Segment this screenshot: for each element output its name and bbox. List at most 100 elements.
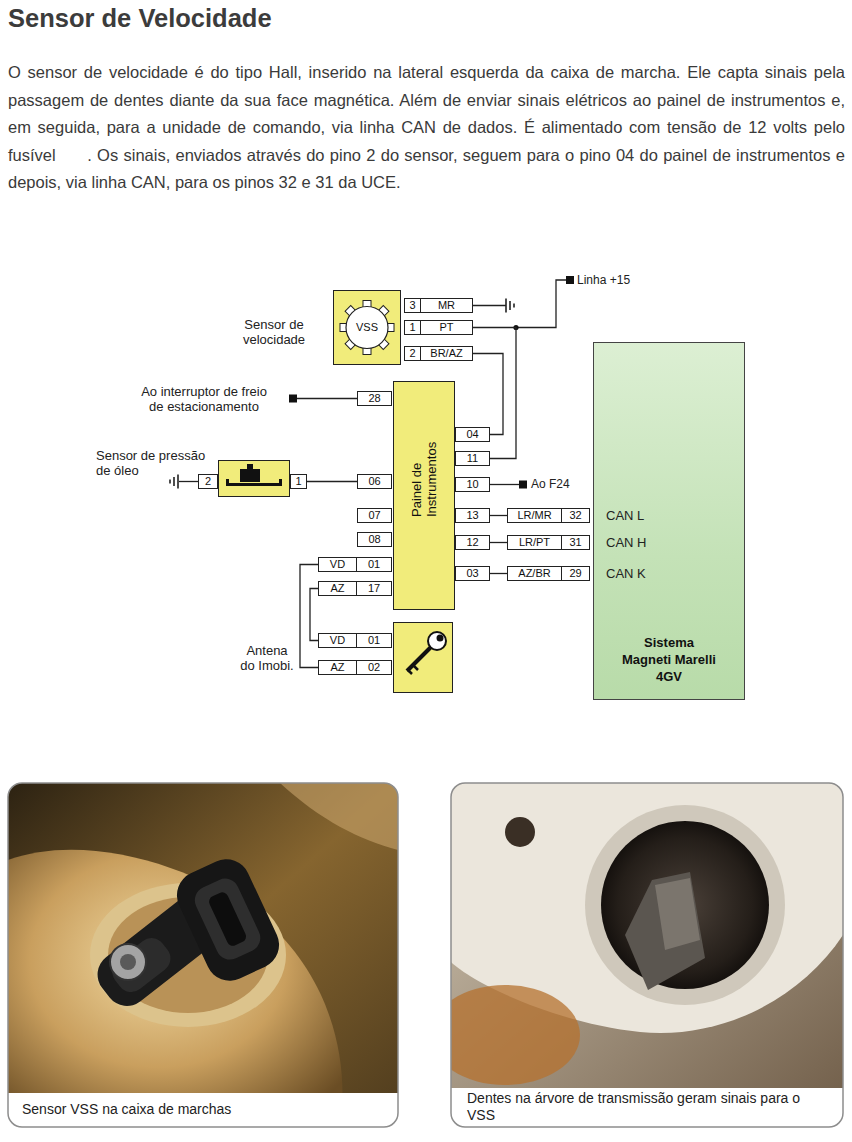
- wire-color: 01: [356, 558, 391, 571]
- key-icon: [408, 665, 418, 674]
- page-title: Sensor de Velocidade: [8, 2, 272, 34]
- sensor-pin: 1: [290, 474, 307, 489]
- photo-sensor: [169, 851, 287, 988]
- antenna-pin: AZ02: [318, 660, 392, 675]
- panel-pin: 11: [455, 451, 490, 466]
- connector-pin: 2BR/AZ: [404, 346, 473, 361]
- panel-pin: 07: [357, 508, 392, 523]
- component-label: Sensor de pressão de óleo: [96, 448, 208, 478]
- photo-shaft-teeth: [430, 783, 843, 1127]
- ground-wire: [179, 481, 198, 482]
- pin-number: 3: [405, 299, 420, 312]
- panel-pin: 04: [455, 427, 490, 442]
- ecu-pin: LR/MR32: [507, 508, 590, 523]
- component-label: Antena do Imobi.: [239, 643, 295, 673]
- supply-wire: [516, 280, 566, 328]
- pin-number: 12: [456, 536, 489, 549]
- immobilizer-antenna: Antena do Imobi.: [393, 622, 453, 693]
- photo-sensor: [110, 944, 146, 980]
- photo-shaft-teeth: [625, 872, 705, 990]
- switch-symbol: [240, 469, 260, 482]
- sensor-name: VSS: [334, 321, 400, 334]
- pin-number: LR/PT: [508, 536, 561, 549]
- wire: [490, 515, 507, 516]
- photo-sensor: [107, 932, 176, 997]
- pin-number: 06: [358, 475, 391, 488]
- wire: [300, 565, 318, 668]
- fuse-wire: [490, 484, 519, 485]
- wire-color: 32: [561, 509, 589, 522]
- instrument-panel: Painel de Instrumentos: [393, 381, 455, 610]
- photo-shaft-teeth: [451, 783, 843, 1127]
- sensor-body: [333, 290, 401, 365]
- wire-destination: Ao F24: [531, 477, 570, 491]
- connector-pin: 1PT: [404, 320, 473, 335]
- wire-color: 02: [356, 661, 391, 674]
- wire-color: MR: [420, 299, 472, 312]
- key-icon: [407, 647, 431, 671]
- photo-caption: Sensor VSS na caixa de marchas: [22, 1101, 231, 1118]
- antenna-pin: VD01: [318, 633, 392, 648]
- photo-sensor: [280, 783, 398, 850]
- wire-color: PT: [420, 321, 472, 334]
- panel-pin: 03: [455, 566, 490, 581]
- wire-color: 29: [561, 567, 589, 580]
- pin-number: 08: [358, 533, 391, 546]
- pin-number: AZ: [319, 661, 356, 674]
- component-label: Sistema Magneti Marelli 4GV: [620, 634, 718, 685]
- photo-shaft-teeth: [585, 805, 785, 1005]
- pin-number: 28: [358, 392, 391, 405]
- photo-sensor: [190, 874, 265, 964]
- pin-number: 1: [291, 475, 306, 488]
- signal-name: CAN L: [606, 508, 644, 523]
- brake-wire: [297, 398, 357, 399]
- key-icon: [407, 632, 446, 674]
- pin-number: LR/MR: [508, 509, 561, 522]
- pin-number: 03: [456, 567, 489, 580]
- switch-symbol: [226, 479, 229, 486]
- photo-shaft-teeth: [505, 817, 535, 847]
- sensor-pin: 2: [198, 474, 218, 489]
- photo-shaft-teeth: [451, 985, 580, 1085]
- photo-shaft-teeth: [451, 1088, 843, 1127]
- pin-number: VD: [319, 558, 356, 571]
- terminal: [566, 276, 574, 284]
- ground-symbol: [506, 299, 514, 313]
- panel-pin: 12: [455, 535, 490, 550]
- wiring-layout: [170, 276, 574, 693]
- key-icon: [438, 636, 443, 641]
- signal-name: CAN H: [606, 535, 646, 550]
- photo-sensor: [8, 1093, 398, 1127]
- panel-pin: AZ17: [318, 581, 392, 596]
- photo-sensor: [207, 890, 248, 947]
- ground-wire: [473, 305, 506, 306]
- photo-sensor: [8, 783, 398, 1127]
- ground-symbol: [170, 475, 178, 489]
- body-text: O sensor de velocidade é do tipo Hall, i…: [8, 59, 845, 197]
- ecu-pin: AZ/BR29: [507, 566, 590, 581]
- panel-pin: 06: [357, 474, 392, 489]
- wire: [490, 573, 507, 574]
- terminal: [289, 395, 297, 403]
- oil-sensor-body: [218, 460, 290, 497]
- supply-label: Linha +15: [577, 273, 630, 287]
- pin-number: VD: [319, 634, 356, 647]
- photo-shaft-teeth: [655, 878, 700, 950]
- pin-number: 04: [456, 428, 489, 441]
- photo-sensor: [169, 851, 287, 988]
- panel-pin: 10: [455, 477, 490, 492]
- wire-color: 17: [356, 582, 391, 595]
- photo-sensor: [8, 783, 398, 1127]
- connector-pin: 3MR: [404, 298, 473, 313]
- signal-name: CAN K: [606, 566, 646, 581]
- component-label: Sensor de velocidade: [242, 317, 306, 347]
- ecu-pin: LR/PT31: [507, 535, 590, 550]
- switch-symbol: [226, 464, 282, 486]
- wire: [310, 589, 318, 641]
- photo-caption: Dentes na árvore de transmissão geram si…: [467, 1090, 807, 1124]
- switch-symbol: [226, 483, 282, 486]
- pin-number: 10: [456, 478, 489, 491]
- pin-number: 2: [405, 347, 420, 360]
- wire-color: 31: [561, 536, 589, 549]
